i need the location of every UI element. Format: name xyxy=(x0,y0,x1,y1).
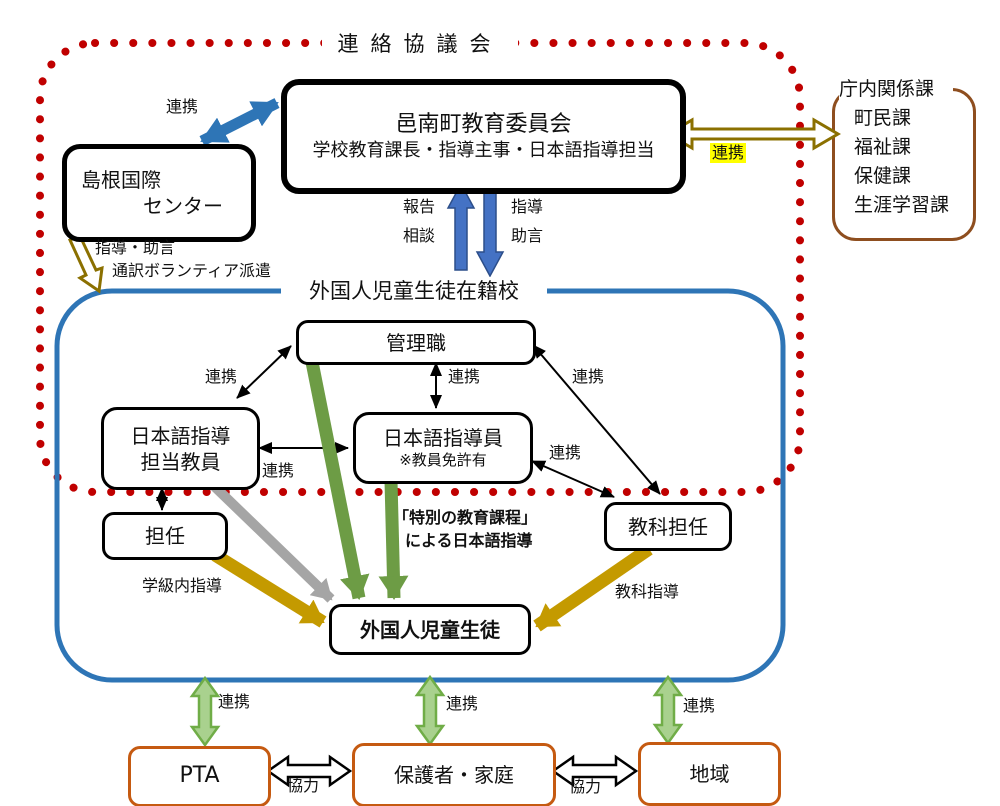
pta-box: PTA xyxy=(128,746,271,806)
arrow-shidoin-to-students xyxy=(378,480,409,600)
nihongo-tanto-kyoin-line1: 日本語指導 xyxy=(130,423,231,448)
sodan-line: 相談 xyxy=(403,226,436,245)
arrow-tannin-to-students xyxy=(211,549,327,628)
arrow-renkei-kyoiku-chonai xyxy=(665,117,841,151)
nihongo-shidoin-box: 日本語指導員 ※教員免許有 xyxy=(353,412,533,484)
arrow-kanri-tantokyoin xyxy=(236,345,292,399)
nihongo-shidoin-line1: 日本語指導員 xyxy=(383,426,503,451)
tannin-label: 担任 xyxy=(145,524,185,548)
arrow-kanri-to-students xyxy=(305,360,370,600)
shimane-kokusai-box: 島根国際 センター xyxy=(62,144,256,242)
chiiki-label: 地域 xyxy=(689,762,730,786)
renkei-label-kanri-kyokatannin: 連携 xyxy=(572,367,605,386)
shido-jogen-label: 指導・助言 xyxy=(95,238,176,257)
chonai-item-chomin: 町民課 xyxy=(854,107,912,129)
arrow-shidoin-kyokatannin xyxy=(531,460,615,498)
tannin-box: 担任 xyxy=(102,512,228,560)
renkei-label-hogosha: 連携 xyxy=(446,694,479,713)
hokoku-sodan-label: 報告 相談 xyxy=(403,192,435,250)
shido-jogen-vertical-label: 指導 助言 xyxy=(511,192,543,250)
kyoka-shido-label: 教科指導 xyxy=(615,582,680,601)
renkei-label-shimane: 連携 xyxy=(166,97,199,116)
renkei-label-tanto-shidoin: 連携 xyxy=(262,461,295,480)
chonai-list: 町民課 福祉課 保健課 生涯学習課 xyxy=(854,104,949,220)
kyoiku-iinkai-subtitle: 学校教育課長・指導主事・日本語指導担当 xyxy=(312,140,655,162)
kanrishoku-box: 管理職 xyxy=(296,320,536,365)
tokubetsu-line2: による日本語指導 xyxy=(405,531,533,550)
kyoryoku-label-left: 協力 xyxy=(287,776,320,795)
kyoka-tannin-box: 教科担任 xyxy=(604,502,732,551)
arrow-tantokyoin-to-students xyxy=(209,481,335,603)
nihongo-shidoin-line2: ※教員免許有 xyxy=(399,451,487,470)
renkei-label-pta: 連携 xyxy=(218,692,251,711)
shimane-kokusai-line2: センター xyxy=(143,194,223,218)
nihongo-tanto-kyoin-box: 日本語指導 担当教員 xyxy=(101,407,260,490)
kyoka-tannin-label: 教科担任 xyxy=(628,514,708,539)
kyoiku-iinkai-box: 邑南町教育委員会 学校教育課長・指導主事・日本語指導担当 xyxy=(281,79,686,194)
school-region-border xyxy=(54,288,786,683)
chonai-item-shogai: 生涯学習課 xyxy=(854,194,950,216)
tokubetsu-label: 「特別の教育課程」 による日本語指導 xyxy=(393,506,537,552)
arrow-kyoryoku-pta-hogosha xyxy=(265,754,353,788)
arrow-kanri-kyokatannin xyxy=(532,344,661,495)
kyoiku-iinkai-title: 邑南町教育委員会 xyxy=(395,111,572,137)
renraku-dotted-border xyxy=(36,39,804,496)
gaikokujin-jido-seito-label: 外国人児童生徒 xyxy=(360,617,500,642)
arrow-shido-jogen-down xyxy=(475,181,505,278)
renkei-label-chiiki: 連携 xyxy=(683,696,716,715)
tsuyaku-label: 通訳ボランティア派遣 xyxy=(112,261,272,280)
arrow-kyokatannin-to-students xyxy=(533,543,653,632)
arrow-kyoryoku-hogosha-chiiki xyxy=(550,754,639,788)
renkei-label-shidoin-kyokatannin: 連携 xyxy=(549,443,582,462)
chonai-item-hoken: 保健課 xyxy=(854,165,912,187)
renkei-label-kanri-shidoin: 連携 xyxy=(448,367,481,386)
chonai-title: 庁内関係課 xyxy=(839,76,953,102)
kyoryoku-label-right: 協力 xyxy=(569,777,602,796)
renkei-label-kanri-tanto: 連携 xyxy=(205,367,238,386)
gaikokujin-jido-seito-box: 外国人児童生徒 xyxy=(329,604,531,655)
gakkyunai-shido-label: 学級内指導 xyxy=(142,576,223,595)
hogosha-katei-label: 保護者・家庭 xyxy=(394,763,514,787)
tokubetsu-line1: 「特別の教育課程」 xyxy=(393,508,538,527)
arrow-renkei-shimane-kyoiku xyxy=(199,98,280,146)
hokoku-line: 報告 xyxy=(403,197,436,216)
arrow-renkei-hogosha xyxy=(414,674,446,747)
arrow-shimane-to-school xyxy=(67,234,104,294)
arrow-renkei-chiiki xyxy=(652,674,684,746)
hogosha-katei-box: 保護者・家庭 xyxy=(352,743,556,806)
renkei-label-chonai: 連携 xyxy=(710,143,747,163)
kanrishoku-label: 管理職 xyxy=(386,330,446,355)
renraku-kyogikai-title: 連絡協議会 xyxy=(322,28,518,60)
shido-line: 指導 xyxy=(511,197,544,216)
jogen-line: 助言 xyxy=(511,226,544,245)
pta-label: PTA xyxy=(179,763,220,789)
arrow-renkei-pta xyxy=(189,675,221,748)
chonai-item-fukushi: 福祉課 xyxy=(854,136,912,158)
nihongo-tanto-kyoin-line2: 担当教員 xyxy=(140,449,221,474)
arrow-hokoku-sodan-up xyxy=(446,182,476,271)
shimane-kokusai-line1: 島根国際 xyxy=(81,168,161,192)
school-region-title: 外国人児童生徒在籍校 xyxy=(281,277,547,305)
chiiki-box: 地域 xyxy=(638,742,781,806)
